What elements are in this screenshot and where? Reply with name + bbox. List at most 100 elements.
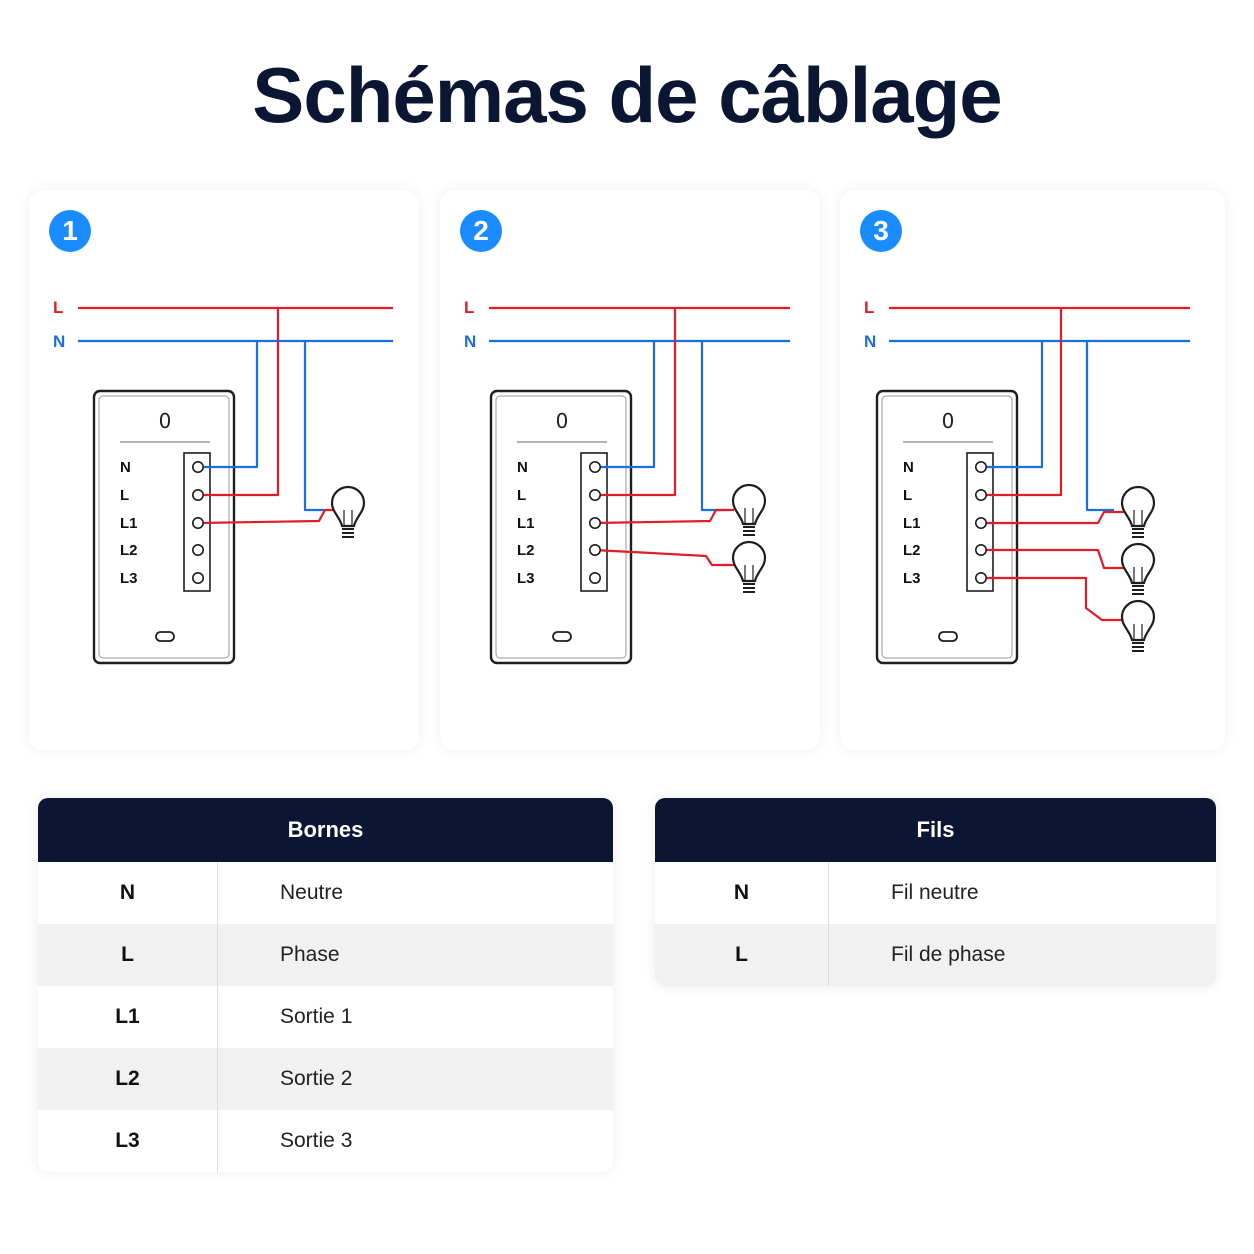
lightbulb-icon: [1120, 599, 1156, 652]
phase-to-terminal-l: [198, 308, 280, 497]
terminal-description: Phase: [280, 943, 340, 966]
bornes-table-header: Bornes: [38, 798, 613, 862]
switch-led: [938, 631, 958, 642]
terminal-screw: [192, 488, 205, 501]
switch-inner-frame: [98, 395, 230, 659]
terminal-label: L3: [517, 570, 535, 587]
phase-to-terminal-l: [595, 308, 677, 497]
diagram-number-badge: 1: [49, 210, 91, 252]
terminal-screw: [975, 543, 988, 556]
neutral-to-bulbs: [1085, 341, 1114, 512]
terminal-screw: [192, 571, 205, 584]
lightbulb-icon: [731, 483, 767, 536]
terminal-screw: [589, 543, 602, 556]
neutral-wire-label: N: [53, 332, 65, 351]
terminal-key: L3: [38, 1110, 218, 1172]
neutral-wire-label: N: [464, 332, 476, 351]
output-wire-l1: [197, 508, 334, 525]
neutral-to-terminal-n: [981, 341, 1044, 469]
power-symbol: 0: [159, 409, 172, 433]
terminal-label: L2: [517, 542, 535, 559]
diagram-number-badge: 2: [460, 210, 502, 252]
terminal-screw: [975, 516, 988, 529]
wire-key: L: [655, 924, 829, 986]
terminal-screw: [589, 516, 602, 529]
terminal-label: L1: [120, 515, 138, 532]
page-title: Schémas de câblage: [252, 51, 1002, 139]
terminal-screw: [589, 460, 602, 473]
terminal-description: Sortie 2: [280, 1067, 353, 1090]
table-row: L Phase: [38, 924, 613, 986]
terminal-description: Sortie 3: [280, 1129, 353, 1152]
switch-inner-frame: [881, 395, 1013, 659]
wire-description: Fil de phase: [891, 943, 1006, 966]
terminal-label: L: [120, 487, 129, 504]
terminal-label: N: [120, 459, 131, 476]
neutral-to-terminal-n: [198, 341, 259, 469]
lightbulb-icon: [330, 485, 366, 538]
terminal-key: N: [38, 862, 218, 924]
phase-wire-label: L: [464, 298, 474, 317]
terminal-label: L3: [120, 570, 138, 587]
terminal-label: L2: [903, 542, 921, 559]
fils-table-header: Fils: [655, 798, 1216, 862]
neutral-to-bulbs: [303, 341, 324, 512]
switch-led: [155, 631, 175, 642]
phase-wire-label: L: [864, 298, 874, 317]
neutral-wire-label: N: [864, 332, 876, 351]
terminal-label: L: [517, 487, 526, 504]
switch-led: [552, 631, 572, 642]
output-wire-l1: [981, 510, 1124, 525]
power-symbol: 0: [942, 409, 955, 433]
table-row: N Neutre: [38, 862, 613, 924]
terminal-label: N: [903, 459, 914, 476]
lightbulb-icon: [731, 540, 767, 593]
terminal-label: L1: [903, 515, 921, 532]
table-row: L1 Sortie 1: [38, 986, 613, 1048]
table-row: L2 Sortie 2: [38, 1048, 613, 1110]
terminal-screw: [975, 571, 988, 584]
terminal-screw: [192, 516, 205, 529]
output-wire-l3: [981, 576, 1124, 622]
terminal-label: L3: [903, 570, 921, 587]
fils-table-body: N Fil neutre L Fil de phase: [655, 862, 1216, 986]
table-row: L3 Sortie 3: [38, 1110, 613, 1172]
terminal-label: L: [903, 487, 912, 504]
power-symbol: 0: [556, 409, 569, 433]
output-wire-l1: [594, 508, 734, 525]
terminal-screw: [589, 571, 602, 584]
lightbulb-icon: [1120, 542, 1156, 595]
terminal-screw: [589, 488, 602, 501]
terminal-screw: [192, 460, 205, 473]
table-row: L Fil de phase: [655, 924, 1216, 986]
terminal-screw: [975, 488, 988, 501]
diagram-number-badge: 3: [860, 210, 902, 252]
wire-description: Fil neutre: [891, 881, 979, 904]
output-wire-l2: [981, 548, 1124, 570]
phase-to-terminal-l: [981, 308, 1063, 497]
terminal-key: L: [38, 924, 218, 986]
lightbulb-icon: [1120, 485, 1156, 538]
neutral-to-terminal-n: [595, 341, 656, 469]
terminal-key: L2: [38, 1048, 218, 1110]
terminal-screw: [975, 460, 988, 473]
bornes-table-body: N Neutre L Phase L1 Sortie 1 L2 Sortie 2 L3 S…: [38, 862, 613, 1172]
terminal-label: L2: [120, 542, 138, 559]
output-wire-l2: [594, 548, 734, 567]
switch-inner-frame: [495, 395, 627, 659]
terminal-description: Sortie 1: [280, 1005, 353, 1028]
terminal-key: L1: [38, 986, 218, 1048]
wire-key: N: [655, 862, 829, 924]
terminal-description: Neutre: [280, 881, 344, 904]
phase-wire-label: L: [53, 298, 63, 317]
terminal-label: L1: [517, 515, 535, 532]
neutral-to-bulbs: [700, 341, 725, 512]
terminal-screw: [192, 543, 205, 556]
